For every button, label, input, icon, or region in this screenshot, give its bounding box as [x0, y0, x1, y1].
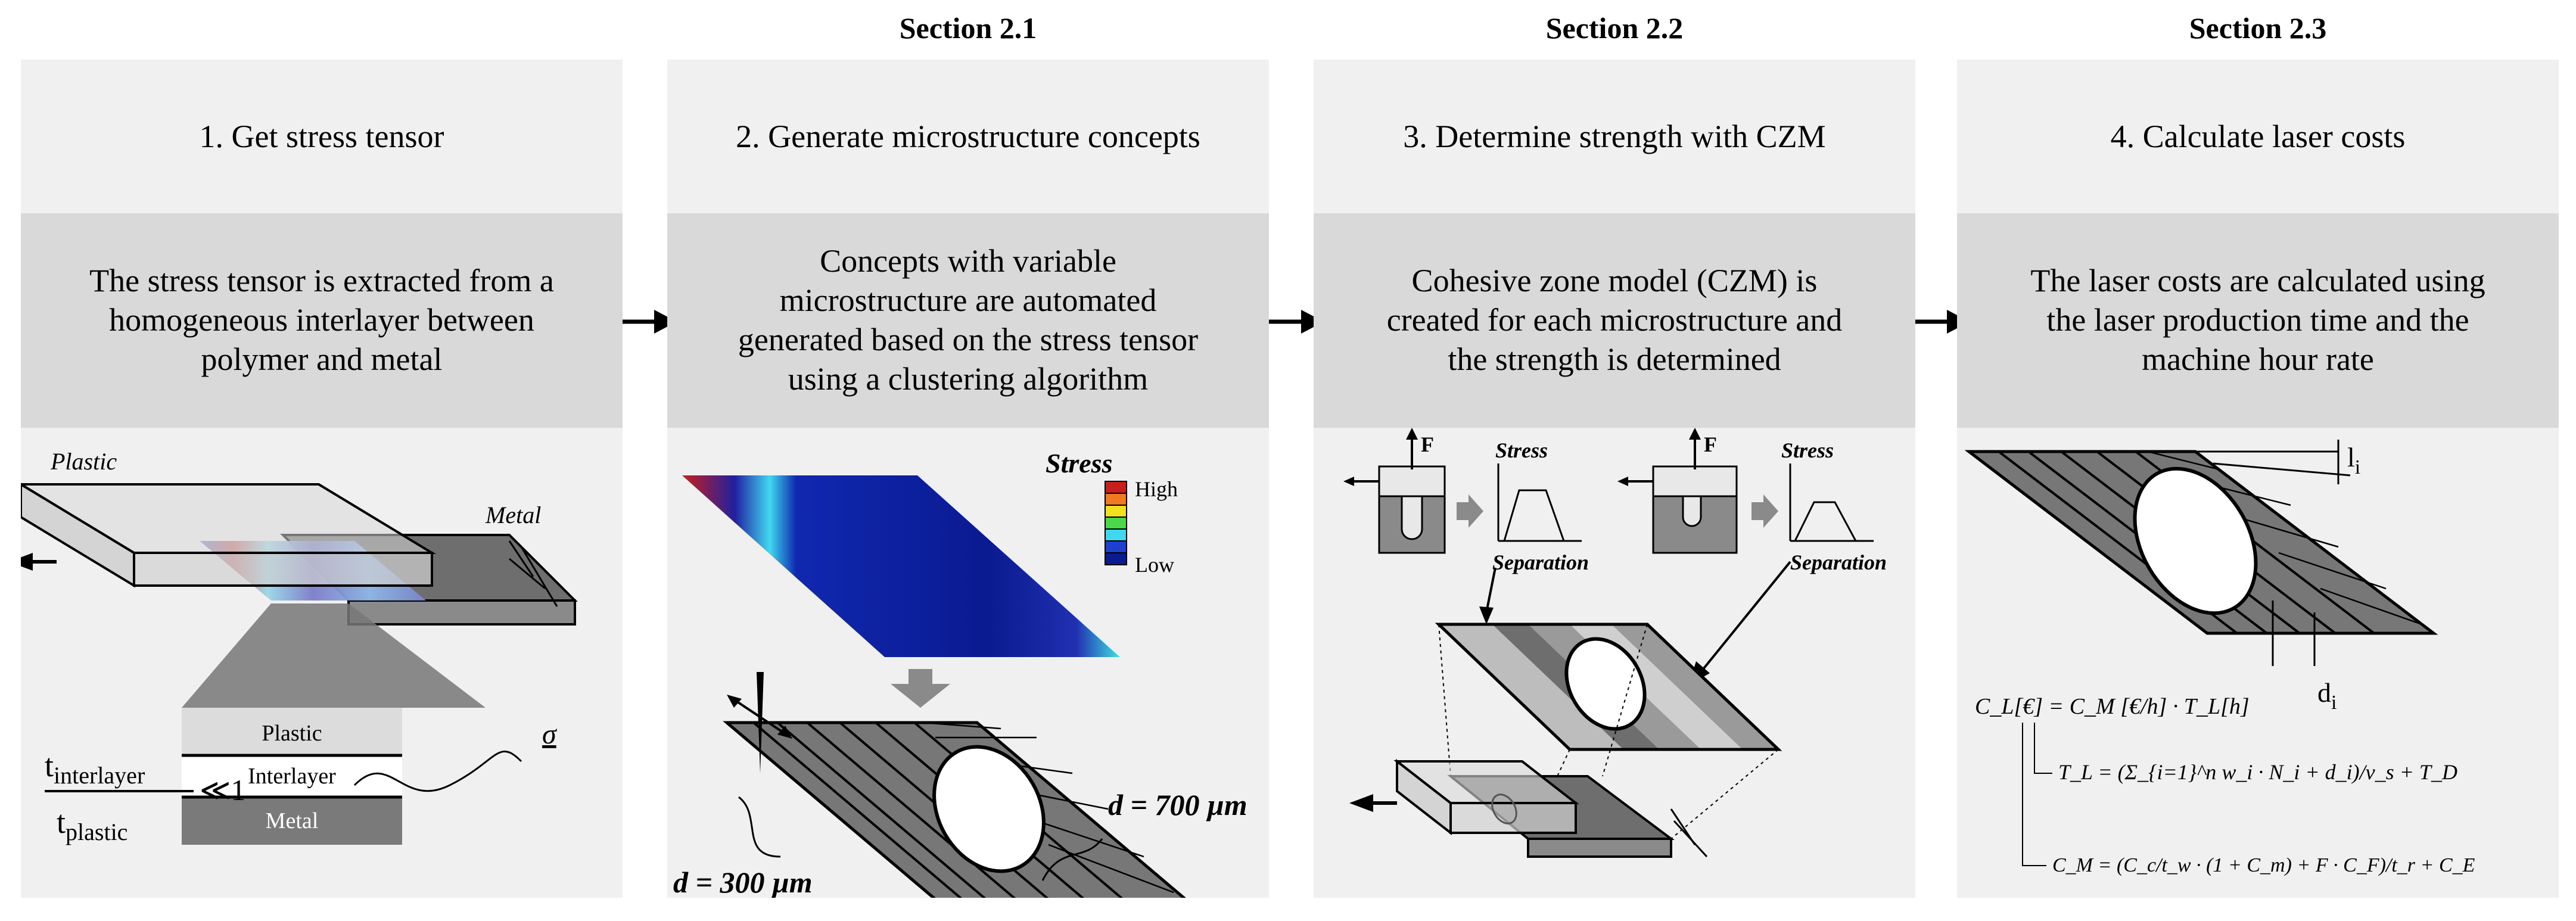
cohesive-element-2 — [1617, 428, 1738, 554]
svg-text:≪1: ≪1 — [200, 773, 245, 807]
panel-step-3: 3. Determine strength with CZM Cohesive … — [1314, 60, 1915, 898]
interlayer-illustration: Plastic Metal Plastic Interlayer Metal σ… — [21, 448, 578, 845]
traction-curve-triangle — [1789, 463, 1874, 542]
metal-label: Metal — [485, 502, 541, 528]
description-line: The laser costs are calculated using — [2030, 263, 2485, 299]
description-line: machine hour rate — [2142, 341, 2374, 377]
step-title: 3. Determine strength with CZM — [1314, 60, 1915, 213]
force-label: F — [1704, 433, 1717, 456]
step-description: The stress tensor is extracted from a ho… — [21, 213, 623, 428]
laser-cost-illustration: li di C_L[€] = C_M [€/h] · T_L[h] T_L = … — [1964, 440, 2475, 876]
step-description: Concepts with variable microstructure ar… — [667, 213, 1269, 428]
description-line: homogeneous interlayer between — [109, 302, 534, 338]
legend-low: Low — [1135, 553, 1174, 577]
sigma-symbol: σ — [542, 718, 558, 750]
l-i-label: li — [2347, 442, 2360, 478]
elliptical-cutout — [932, 745, 1046, 873]
cohesive-element-1 — [1343, 428, 1446, 554]
production-time-equation: T_L = (Σ_{i=1}^n w_i · N_i + d_i)/v_s + … — [2058, 760, 2457, 784]
d-i-label: di — [2317, 677, 2337, 714]
machine-hour-rate-equation: C_M = (C_c/t_w · (1 + C_m) + F · C_F)/t_… — [2052, 854, 2475, 876]
layer-label: Metal — [266, 808, 319, 833]
description-line: using a clustering algorithm — [788, 360, 1149, 397]
description-line: microstructure are automated — [779, 282, 1157, 319]
description-line: The stress tensor is extracted from a — [89, 263, 554, 299]
stress-axis-label: Stress — [1495, 438, 1548, 462]
stress-axis-label: Stress — [1781, 438, 1834, 462]
layer-label: Plastic — [262, 721, 322, 746]
legend-title: Stress — [1046, 448, 1112, 478]
traction-curve-trapezoid — [1497, 463, 1582, 542]
description-line: the strength is determined — [1448, 341, 1781, 377]
laser-tool-icon — [757, 672, 764, 773]
separation-axis-label: Separation — [1790, 550, 1887, 574]
metal-layer — [182, 797, 402, 845]
svg-text:tinterlayer: tinterlayer — [45, 748, 145, 789]
step-title: 4. Calculate laser costs — [1957, 60, 2559, 213]
arrow-right-icon — [1265, 310, 1324, 334]
description-line: the laser production time and the — [2046, 302, 2469, 338]
elliptical-cutout — [2133, 466, 2258, 615]
description-line: polymer and metal — [201, 341, 443, 377]
thickness-ratio: tinterlayer tplastic ≪1 — [45, 748, 245, 845]
legend-high: High — [1135, 477, 1178, 501]
right-arrow-icon — [1457, 494, 1483, 528]
step-description: Cohesive zone model (CZM) is created for… — [1314, 213, 1915, 428]
force-label: F — [1421, 433, 1434, 456]
description-line: generated based on the stress tensor — [738, 322, 1199, 357]
section-header-2-2: Section 2.2 — [1545, 11, 1684, 45]
down-arrow-icon — [891, 669, 950, 708]
panel-step-4: 4. Calculate laser costs The laser costs… — [1957, 60, 2559, 898]
stress-legend — [1105, 481, 1127, 565]
d-700-label: d = 700 µm — [1108, 788, 1247, 822]
section-header-2-1: Section 2.1 — [899, 11, 1037, 45]
step-description: The laser costs are calculated using the… — [1957, 213, 2559, 428]
panel-step-2: 2. Generate microstructure concepts Conc… — [667, 60, 1269, 898]
plastic-layer — [182, 708, 402, 755]
d-300-label: d = 300 µm — [673, 866, 813, 898]
layer-label: Interlayer — [248, 764, 336, 789]
stress-map — [682, 475, 1120, 657]
czm-illustration: F Stress Separation F — [1343, 428, 1887, 858]
description-line: created for each microstructure and — [1386, 302, 1843, 338]
description-line: Concepts with variable — [820, 243, 1116, 279]
cost-equation: C_L[€] = C_M [€/h] · T_L[h] — [1975, 694, 2250, 719]
separation-axis-label: Separation — [1492, 550, 1589, 574]
right-arrow-icon — [1751, 494, 1778, 528]
arrow-right-icon — [618, 310, 677, 334]
plastic-label: Plastic — [50, 448, 117, 475]
step-title: 1. Get stress tensor — [21, 60, 623, 213]
section-header-2-3: Section 2.3 — [2189, 11, 2327, 45]
panel-step-1: 1. Get stress tensor The stress tensor i… — [21, 60, 623, 898]
microstructure-illustration: Stress High Low — [673, 448, 1247, 898]
svg-text:tplastic: tplastic — [57, 804, 127, 845]
step-title: 2. Generate microstructure concepts — [667, 60, 1269, 213]
description-line: Cohesive zone model (CZM) is — [1411, 263, 1818, 299]
